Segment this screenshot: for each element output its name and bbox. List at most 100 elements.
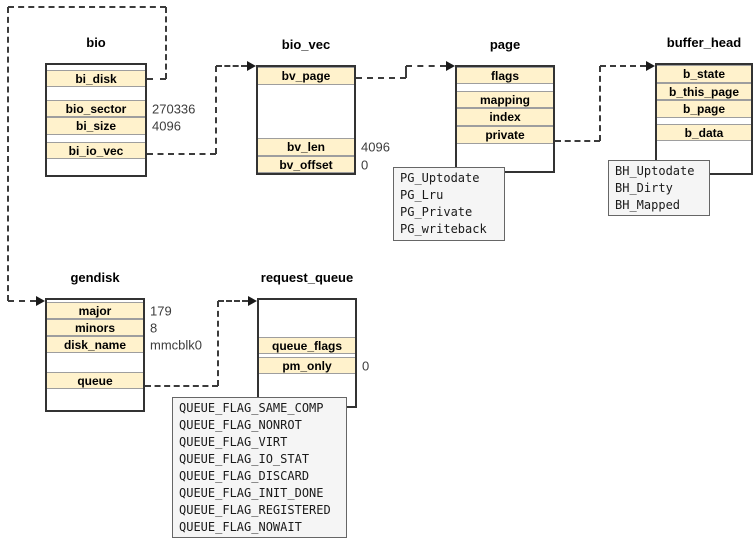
- field-label-bv_offset: bv_offset: [279, 157, 333, 172]
- field-label-bv_len: bv_len: [286, 140, 325, 154]
- struct-title-request_queue: request_queue: [260, 270, 354, 285]
- field-label-bi_size: bi_size: [75, 119, 117, 133]
- field-label-queue_flags: queue_flags: [271, 338, 343, 353]
- connector-gendisk-queue-to-request_queue-seg2: [218, 300, 248, 302]
- queue-flags-list-item: QUEUE_FLAG_VIRT: [179, 435, 288, 449]
- struct-request_queue: queue_flags pm_only 0: [257, 298, 369, 408]
- spacer-row: [47, 65, 145, 70]
- field-pm_only: pm_only 0: [259, 357, 369, 374]
- spacer-row: [457, 144, 553, 171]
- field-label-b_this_page: b_this_page: [668, 84, 740, 99]
- page-flags-list-item: PG_Private: [400, 205, 473, 219]
- field-label-bv_page: bv_page: [281, 69, 331, 83]
- field-flags: flags: [457, 67, 553, 84]
- field-value-bv_offset: 0: [361, 157, 369, 172]
- connector-bio_vec-bv_page-to-page-seg2: [406, 65, 446, 67]
- connector-page-private-to-buffer_head-seg1: [599, 66, 601, 141]
- struct-title-bio: bio: [86, 35, 106, 50]
- field-minors: minors 8: [47, 319, 157, 336]
- field-private: private: [457, 126, 553, 144]
- queue-flags-list-item: QUEUE_FLAG_SAME_COMP: [179, 401, 324, 415]
- field-value-major: 179: [150, 303, 172, 318]
- field-major: major 179: [47, 302, 172, 319]
- queue-flags-list-item: QUEUE_FLAG_DISCARD: [179, 469, 310, 483]
- field-label-index: index: [489, 110, 521, 124]
- connector-page-private-to-buffer_head-seg0: [555, 140, 600, 142]
- connector-bio-bi_disk-to-gendisk-seg3: [7, 7, 9, 301]
- queue-flags-list-item: QUEUE_FLAG_REGISTERED: [179, 503, 331, 517]
- spacer-row: [47, 87, 145, 100]
- buffer-head-state-list-item: BH_Uptodate: [615, 164, 695, 178]
- struct-page: flags mapping index private: [455, 65, 555, 173]
- field-value-minors: 8: [150, 320, 158, 335]
- field-index: index: [457, 108, 553, 126]
- field-label-major: major: [78, 303, 112, 318]
- struct-bio: bi_disk bio_sector 270336 bi_size 4096 bi_io_…: [45, 63, 195, 177]
- connector-bio_vec-bv_page-to-page-seg1: [405, 66, 407, 78]
- field-b_state: b_state: [657, 65, 751, 83]
- field-label-queue: queue: [77, 373, 113, 388]
- field-bi_size: bi_size 4096: [47, 117, 181, 135]
- field-label-bio_sector: bio_sector: [65, 101, 127, 116]
- struct-title-page: page: [489, 37, 521, 52]
- connector-bio_vec-bv_page-to-page-seg0: [356, 77, 406, 79]
- arrowhead-icon-bio-bi_disk-to-gendisk: [36, 296, 45, 306]
- struct-title-gendisk: gendisk: [70, 270, 120, 285]
- struct-title-buffer_head: buffer_head: [666, 35, 742, 50]
- field-label-mapping: mapping: [480, 92, 530, 107]
- field-bi_disk: bi_disk: [47, 70, 145, 87]
- field-bv_page: bv_page: [258, 67, 354, 85]
- page-flags-list-item: PG_Lru: [400, 188, 444, 202]
- field-value-pm_only: 0: [362, 358, 370, 373]
- page-flags-list-item: PG_writeback: [400, 222, 487, 236]
- field-label-b_data: b_data: [684, 125, 724, 140]
- spacer-row: [47, 300, 143, 302]
- connector-bio-bi_disk-to-gendisk-seg4: [8, 300, 36, 302]
- arrowhead-icon-gendisk-queue-to-request_queue: [248, 296, 257, 306]
- spacer-row: [657, 118, 751, 124]
- field-queue_flags: queue_flags: [259, 337, 355, 354]
- field-b_page: b_page: [657, 100, 751, 118]
- queue-flags-list-item: QUEUE_FLAG_NONROT: [179, 418, 302, 432]
- buffer-head-state-list-item: BH_Dirty: [615, 181, 673, 195]
- struct-gendisk: major 179 minors 8 disk_name mmcblk0 queue: [45, 298, 202, 412]
- field-label-flags: flags: [490, 68, 519, 83]
- queue-flags-list-item: QUEUE_FLAG_IO_STAT: [179, 452, 310, 466]
- arrowhead-icon-bio-bi_io_vec-to-bio_vec: [247, 61, 256, 71]
- field-label-pm_only: pm_only: [282, 358, 332, 373]
- connector-page-private-to-buffer_head-seg2: [600, 65, 646, 67]
- field-label-b_page: b_page: [682, 102, 725, 116]
- page-flags-list-item: PG_Uptodate: [400, 171, 480, 185]
- field-value-bi_size: 4096: [152, 118, 181, 134]
- field-label-b_state: b_state: [682, 67, 726, 81]
- connector-gendisk-queue-to-request_queue-seg1: [217, 301, 219, 386]
- field-disk_name: disk_name mmcblk0: [47, 336, 202, 353]
- buffer-head-state-list-item: BH_Mapped: [615, 198, 681, 212]
- arrowhead-icon-page-private-to-buffer_head: [646, 61, 655, 71]
- field-mapping: mapping: [457, 91, 553, 108]
- field-label-private: private: [485, 128, 525, 142]
- field-queue: queue: [47, 372, 143, 389]
- field-b_this_page: b_this_page: [657, 83, 751, 100]
- field-value-bio_sector: 270336: [152, 101, 196, 116]
- connector-bio-bi_io_vec-to-bio_vec-seg2: [216, 65, 247, 67]
- field-bv_offset: bv_offset 0: [258, 156, 368, 173]
- connector-bio-bi_io_vec-to-bio_vec-seg0: [147, 153, 216, 155]
- field-label-bi_disk: bi_disk: [75, 71, 117, 86]
- spacer-row: [259, 300, 355, 337]
- spacer-row: [258, 85, 354, 138]
- spacer-row: [457, 84, 553, 91]
- connector-bio-bi_disk-to-gendisk-seg1: [165, 7, 167, 79]
- queue-flags-list-item: QUEUE_FLAG_INIT_DONE: [179, 486, 324, 500]
- field-label-minors: minors: [74, 320, 115, 335]
- spacer-row: [47, 353, 143, 372]
- field-bi_io_vec: bi_io_vec: [47, 142, 145, 159]
- field-label-disk_name: disk_name: [63, 337, 127, 352]
- arrowhead-icon-bio_vec-bv_page-to-page: [446, 61, 455, 71]
- queue-flags-list-item: QUEUE_FLAG_NOWAIT: [179, 520, 302, 534]
- connector-bio-bi_io_vec-to-bio_vec-seg1: [215, 66, 217, 154]
- field-value-disk_name: mmcblk0: [150, 337, 203, 352]
